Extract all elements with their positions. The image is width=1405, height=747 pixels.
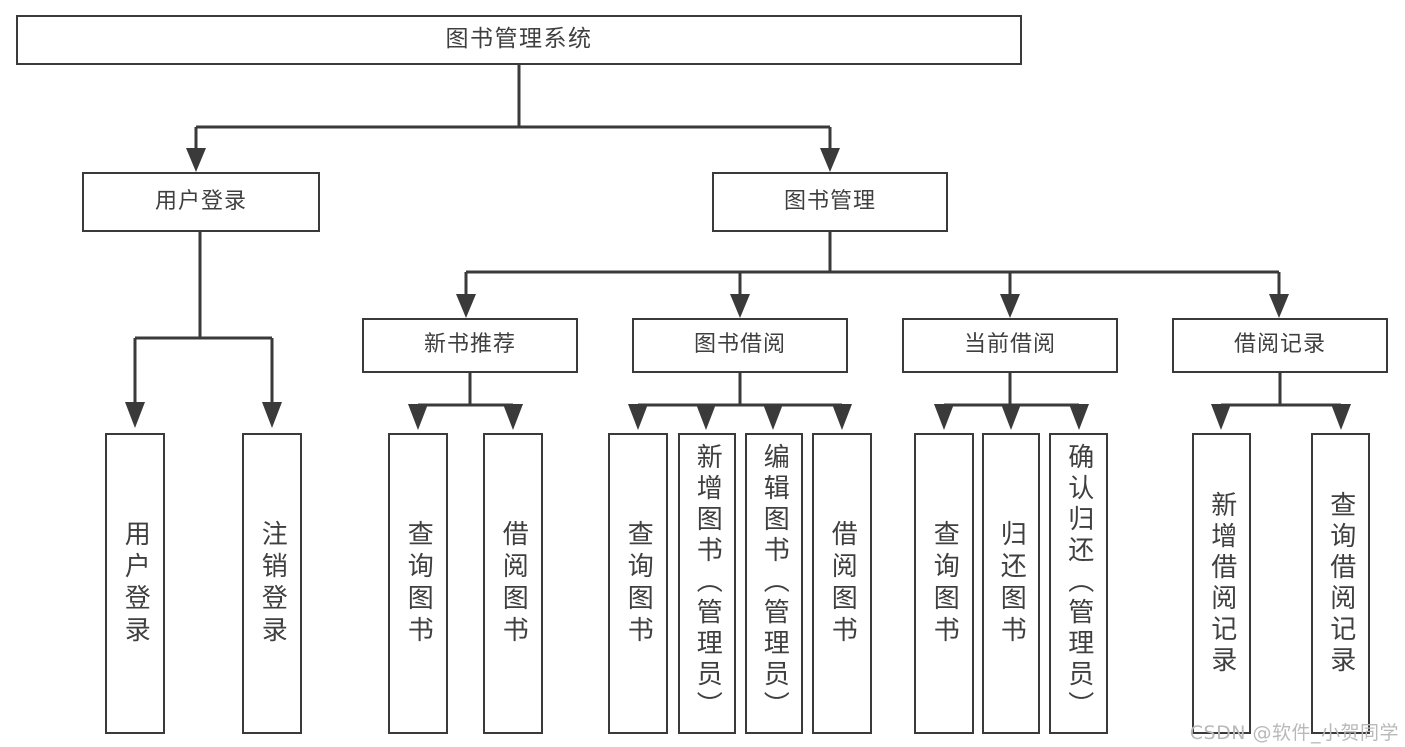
node-label: 图书管理系统 bbox=[445, 26, 593, 53]
node-label: 确认归还（管理员） bbox=[1063, 443, 1094, 722]
leaf-current-confirm-return-admin[interactable]: 确认归还（管理员） bbox=[1049, 433, 1108, 734]
node-label: 注销登录 bbox=[257, 519, 288, 648]
node-book-management[interactable]: 图书管理 bbox=[712, 172, 948, 232]
node-label: 新增图书（管理员） bbox=[692, 443, 723, 722]
leaf-borrow-borrow-book[interactable]: 借阅图书 bbox=[812, 433, 872, 734]
leaf-borrow-add-book-admin[interactable]: 新增图书（管理员） bbox=[678, 433, 736, 734]
node-label: 查询图书 bbox=[403, 519, 434, 648]
leaf-borrow-edit-book-admin[interactable]: 编辑图书（管理员） bbox=[745, 433, 803, 734]
leaf-current-return-book[interactable]: 归还图书 bbox=[982, 433, 1040, 734]
leaf-newbook-borrow-book[interactable]: 借阅图书 bbox=[483, 433, 543, 734]
node-label: 用户登录 bbox=[154, 188, 247, 214]
node-new-book-recommend[interactable]: 新书推荐 bbox=[362, 318, 578, 373]
node-current-borrow[interactable]: 当前借阅 bbox=[902, 318, 1118, 373]
leaf-user-logout[interactable]: 注销登录 bbox=[242, 433, 302, 734]
node-borrow-records[interactable]: 借阅记录 bbox=[1172, 318, 1388, 373]
node-label: 新书推荐 bbox=[423, 332, 516, 358]
node-label: 查询借阅记录 bbox=[1325, 490, 1356, 677]
leaf-records-query-record[interactable]: 查询借阅记录 bbox=[1311, 433, 1370, 734]
leaf-records-add-record[interactable]: 新增借阅记录 bbox=[1192, 433, 1251, 734]
leaf-user-login[interactable]: 用户登录 bbox=[105, 433, 165, 734]
node-root-system[interactable]: 图书管理系统 bbox=[16, 15, 1022, 65]
leaf-borrow-query-book[interactable]: 查询图书 bbox=[608, 433, 668, 734]
node-label: 图书借阅 bbox=[693, 332, 786, 358]
leaf-newbook-query-book[interactable]: 查询图书 bbox=[388, 433, 448, 734]
node-label: 借阅图书 bbox=[498, 519, 529, 648]
node-label: 用户登录 bbox=[120, 519, 151, 648]
node-book-borrow[interactable]: 图书借阅 bbox=[632, 318, 848, 373]
leaf-current-query-book[interactable]: 查询图书 bbox=[914, 433, 974, 734]
node-label: 查询图书 bbox=[623, 519, 654, 648]
node-label: 编辑图书（管理员） bbox=[759, 443, 790, 722]
watermark: CSDN @软件_小贺同学 bbox=[1189, 722, 1399, 744]
node-label: 借阅图书 bbox=[827, 519, 858, 648]
node-user-login[interactable]: 用户登录 bbox=[82, 172, 320, 232]
node-label: 查询图书 bbox=[929, 519, 960, 648]
node-label: 当前借阅 bbox=[963, 332, 1056, 358]
node-label: 归还图书 bbox=[996, 519, 1027, 648]
node-label: 新增借阅记录 bbox=[1206, 490, 1237, 677]
node-label: 图书管理 bbox=[783, 188, 876, 214]
node-label: 借阅记录 bbox=[1233, 332, 1326, 358]
